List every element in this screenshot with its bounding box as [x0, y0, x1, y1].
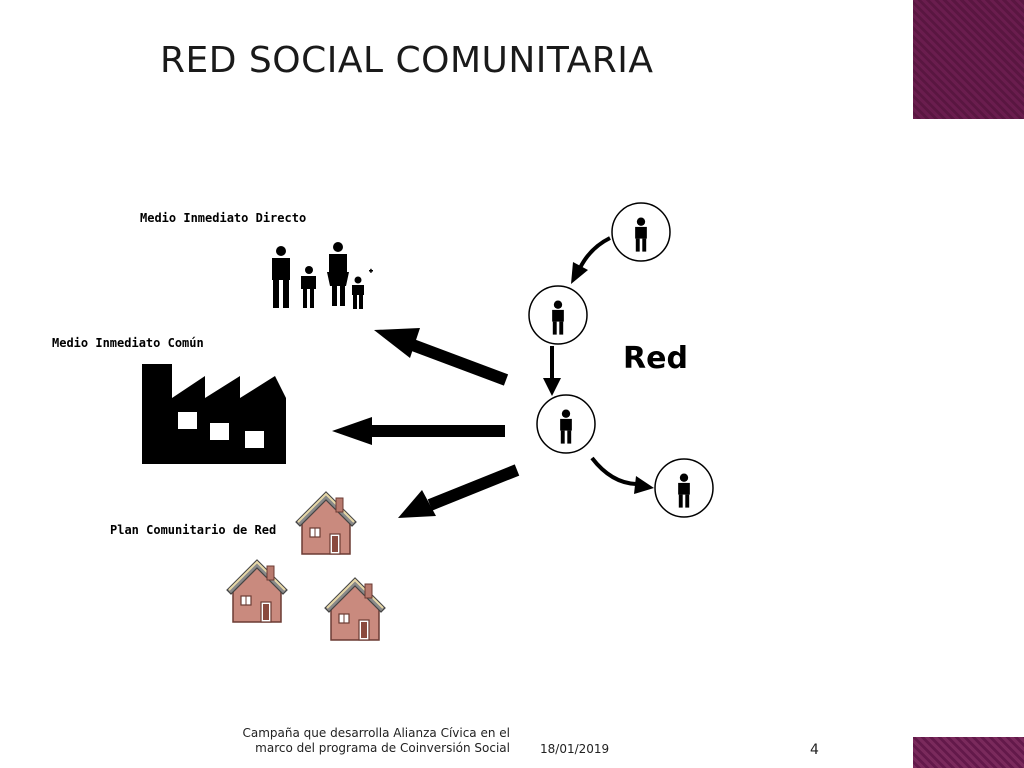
- label-medio-directo: Medio Inmediato Directo: [140, 211, 306, 225]
- slide-title: RED SOCIAL COMUNITARIA: [160, 40, 654, 81]
- footer-source-line2: marco del programa de Coinversión Social: [255, 741, 510, 755]
- page-number: 4: [810, 742, 819, 758]
- network-arrow: [571, 236, 611, 284]
- network-node: [654, 458, 714, 518]
- arrow-to-directo: [374, 328, 509, 386]
- corner-decoration-top: [913, 0, 1024, 119]
- factory-icon: [142, 364, 286, 464]
- family-icon: [272, 242, 373, 309]
- corner-decoration-bottom: [913, 737, 1024, 768]
- label-red: Red: [623, 341, 688, 376]
- network-arrow: [543, 346, 561, 396]
- house-icon: [295, 491, 357, 555]
- footer-source: Campaña que desarrolla Alianza Cívica en…: [212, 726, 511, 756]
- footer-source-line1: Campaña que desarrolla Alianza Cívica en…: [242, 726, 511, 740]
- network-node: [536, 394, 596, 454]
- arrow-to-comun: [332, 417, 505, 445]
- label-medio-comun: Medio Inmediato Común: [52, 336, 204, 350]
- house-icon: [226, 559, 288, 623]
- label-plan-comunitario: Plan Comunitario de Red: [110, 523, 276, 537]
- arrow-to-plan: [398, 464, 520, 518]
- house-icon: [324, 577, 386, 641]
- network-node: [611, 202, 671, 262]
- network-node: [528, 285, 588, 345]
- footer-date: 18/01/2019: [540, 742, 610, 756]
- network-arrow: [590, 456, 654, 494]
